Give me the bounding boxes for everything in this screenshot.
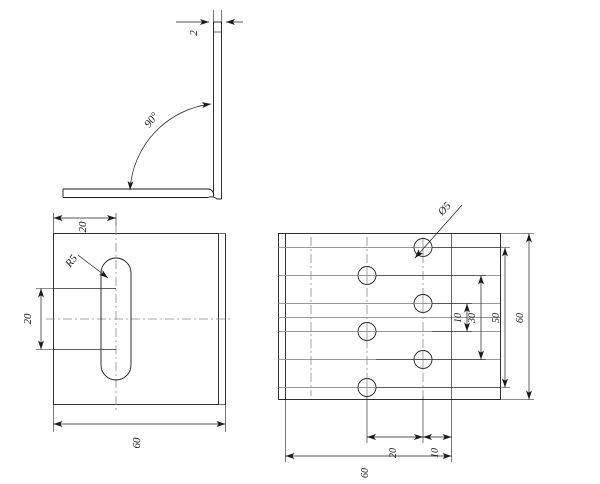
front-view-slotted-plate	[46, 226, 232, 412]
dimension-slot-height-20: 20	[22, 288, 54, 350]
dimension-slot-offset-20: 20	[53, 213, 117, 234]
dimension-v-10: 10	[432, 303, 472, 332]
dimension-v-30: 30	[376, 275, 486, 360]
dim-label-v10: 10	[453, 313, 464, 323]
dim-label-slot-radius: R5	[63, 252, 81, 270]
dimension-v-60: 60	[500, 233, 534, 400]
dimension-v-50: 50	[376, 247, 510, 388]
dimension-bend-angle-90: 90°	[127, 102, 212, 191]
dim-label-v60: 60	[515, 313, 526, 323]
dimension-h-20: 20	[366, 396, 424, 458]
dim-label-h20: 20	[388, 448, 399, 458]
dim-label-v30: 30	[467, 313, 478, 324]
dim-label-h60: 60	[360, 468, 371, 478]
dim-label-plate-width: 60	[131, 437, 143, 449]
dimension-h-10: 10	[423, 399, 452, 458]
dim-label-slot-height: 20	[22, 313, 34, 325]
dimension-h-60: 60	[285, 399, 452, 478]
side-view-angle-profile	[62, 21, 222, 200]
dimension-thickness-2: 2	[176, 10, 243, 36]
dim-label-hole-diameter: Ø5	[435, 200, 454, 219]
dimension-plate-width-60: 60	[53, 404, 226, 449]
dim-label-v50: 50	[491, 313, 502, 323]
dim-label-bend-angle: 90°	[142, 110, 161, 130]
dim-label-h10: 10	[430, 448, 441, 458]
dim-label-slot-offset: 20	[77, 221, 89, 233]
dim-label-thickness: 2	[188, 30, 200, 36]
